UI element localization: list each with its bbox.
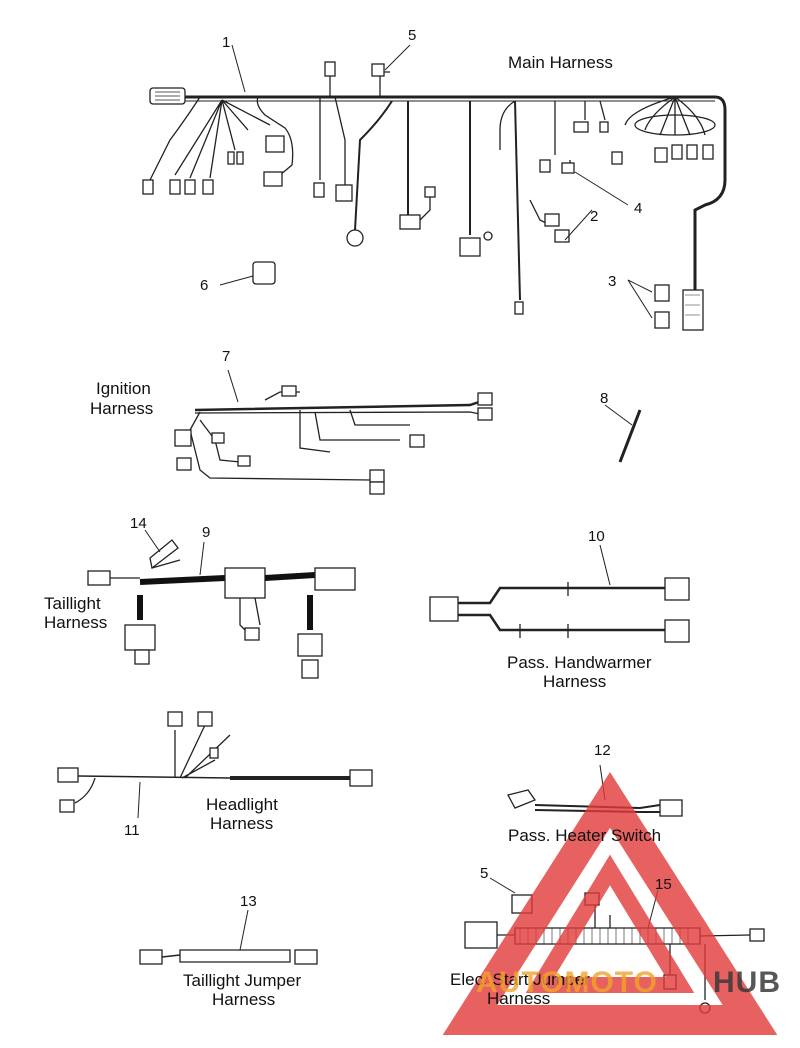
callout-7: 7 [222,348,231,365]
main-harness-drawing [142,44,727,331]
handwarmer-label-line1: Pass. Handwarmer [507,653,652,672]
watermark-text-automoto: AUTOMOTO [476,966,658,999]
elec-start-label-line2: Harness [487,989,551,1008]
callout-9: 9 [202,524,211,541]
ignition-harness-drawing [174,369,642,495]
main-harness-label: Main Harness [508,53,613,72]
callout-11: 11 [124,822,140,839]
callout-10: 10 [588,528,605,545]
callout-6: 6 [200,277,209,294]
callout-8: 8 [600,390,609,407]
taillight-label-line2: Harness [44,613,108,632]
callout-15: 15 [655,876,672,893]
handwarmer-harness-drawing [429,544,690,643]
heater-switch-drawing [507,764,683,817]
callout-13: 13 [240,893,257,910]
taillight-jumper-label-line1: Taillight Jumper [183,971,302,990]
callout-5-top: 5 [408,27,417,44]
taillight-jumper-drawing [139,909,318,965]
taillight-jumper-label-line2: Harness [212,990,276,1009]
handwarmer-label-line2: Harness [543,672,607,691]
headlight-label-line2: Harness [210,814,274,833]
taillight-label-line1: Taillight [44,594,101,613]
taillight-harness-drawing [87,529,356,679]
watermark-logo [442,772,778,1035]
headlight-harness-drawing [57,711,373,819]
ignition-label-line2: Harness [90,399,154,418]
callout-3: 3 [608,273,617,290]
callout-12: 12 [594,742,611,759]
callout-2: 2 [590,208,599,225]
headlight-label-line1: Headlight [206,795,278,814]
callout-1: 1 [222,34,231,51]
ignition-label-line1: Ignition [96,379,151,398]
callout-4: 4 [634,200,643,217]
elec-start-label-line1: Elec. Start Jumper [450,970,590,989]
callout-14: 14 [130,515,147,532]
heater-switch-label: Pass. Heater Switch [508,826,662,845]
watermark-text-hub: HUB [713,966,781,999]
callout-5-bottom: 5 [480,865,489,882]
